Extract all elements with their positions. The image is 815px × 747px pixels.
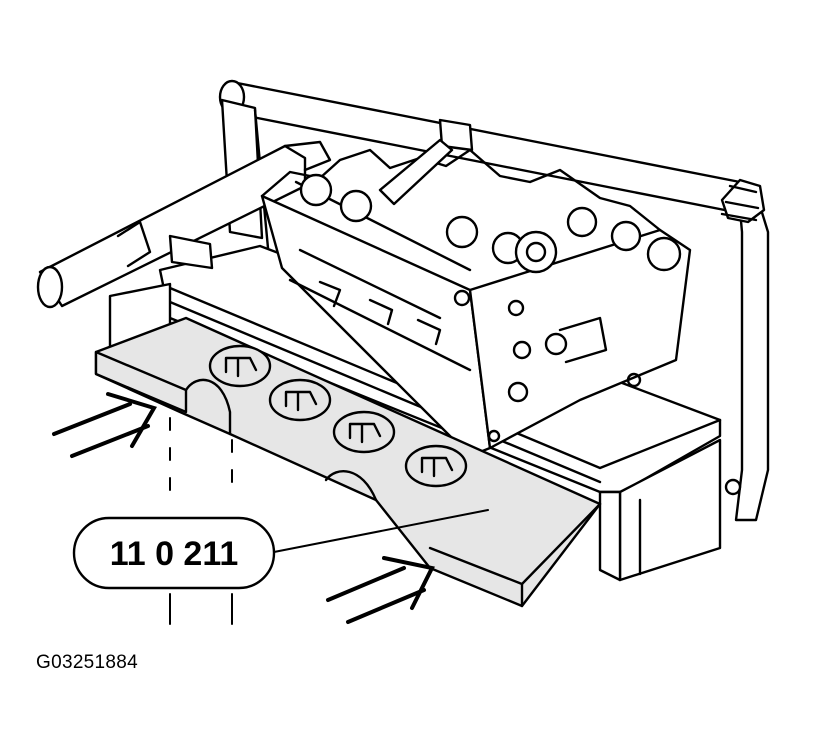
part-number-callout: 11 0 211 xyxy=(72,516,276,590)
arrow-icon xyxy=(52,392,157,458)
arrow-icon xyxy=(326,556,435,624)
support-plate xyxy=(94,316,602,608)
part-number-label: 11 0 211 xyxy=(110,535,239,573)
callout-leader xyxy=(273,509,489,553)
handle-bar xyxy=(36,140,332,309)
cylinder-head xyxy=(260,138,692,458)
right-side-bracket xyxy=(720,178,770,522)
figure-id: G03251884 xyxy=(36,652,139,673)
guide-lines xyxy=(169,417,233,625)
direction-arrows xyxy=(52,392,435,624)
